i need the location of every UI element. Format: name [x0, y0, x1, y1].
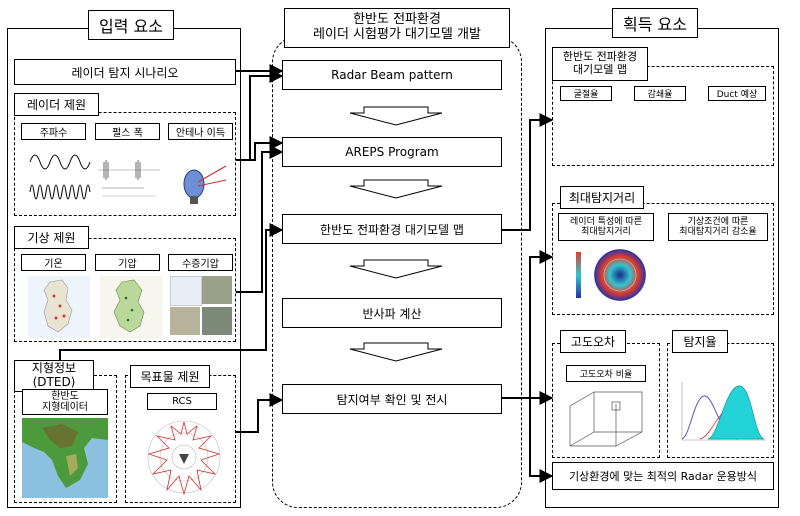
detection-rate-title: 탐지율 [672, 330, 728, 353]
terrain-title: 지형정보 (DTED) [14, 360, 94, 392]
step-areps-program: AREPS Program [282, 137, 502, 167]
arrow-radar-to-areps [250, 136, 284, 161]
rcs-polar-image [147, 420, 221, 496]
radar-item-pulse-width: 펄스 폭 [95, 123, 160, 140]
scenario-box: 레이더 탐지 시나리오 [14, 59, 236, 85]
flow-arrow-1 [349, 106, 443, 126]
temperature-map-image [28, 276, 90, 338]
atmos-item-refraction: 굴절율 [560, 86, 612, 101]
weather-specs-title: 기상 제원 [14, 226, 89, 249]
antenna-gain-image [183, 165, 227, 204]
arrow-radar-to-beam [236, 69, 284, 161]
flow-arrow-2 [349, 179, 443, 199]
weather-item-pressure: 기압 [95, 254, 160, 271]
max-range-heatmap-image [576, 248, 647, 302]
arrow-terrain-to-map [59, 223, 284, 362]
radar-specs-group [14, 112, 236, 216]
max-range-item-radar: 레이더 특성에 따른 최대탐지거리 [558, 213, 654, 241]
rcs-item: RCS [147, 393, 217, 410]
atmos-map-title: 한반도 전파환경 대기모델 맵 [552, 47, 648, 81]
flow-arrow-3 [349, 259, 443, 279]
radar-item-antenna-gain: 안테나 이득 [168, 123, 233, 140]
step-reflection-calc: 반사파 계산 [282, 298, 502, 328]
arrow-map-to-atmos [502, 113, 554, 231]
output-section-title: 획득 요소 [612, 8, 698, 38]
vapor-pressure-photos [170, 276, 232, 336]
target-specs-title: 목표물 제원 [130, 365, 210, 388]
atmos-item-duct: Duct 예상 [708, 86, 766, 101]
radar-specs-title: 레이더 제원 [14, 93, 99, 116]
arrow-weather-to-areps [236, 145, 284, 293]
altitude-error-item: 고도오차 비율 [566, 365, 646, 382]
flow-arrow-4 [349, 342, 443, 362]
frequency-waveform-image [29, 154, 91, 200]
weather-specs-group [14, 238, 236, 342]
atmos-item-attenuation: 감쇄율 [634, 86, 686, 101]
terrain-item: 한반도 지형데이터 [22, 389, 108, 415]
step-detection-display: 탐지여부 확인 및 전시 [282, 384, 502, 414]
process-title: 한반도 전파환경 레이더 시험평가 대기모델 개발 [284, 8, 510, 48]
radar-item-frequency: 주파수 [21, 123, 86, 140]
detection-rate-plot-image [681, 382, 766, 441]
input-section-title: 입력 요소 [88, 10, 174, 40]
pressure-map-image [100, 276, 162, 338]
max-range-title: 최대탐지거리 [560, 186, 644, 209]
terrain-map-image [22, 418, 108, 498]
arrow-rcs-to-detection [236, 393, 284, 433]
result-box: 기상환경에 맞는 최적의 Radar 운용방식 [552, 462, 774, 490]
pulse-width-image [98, 160, 160, 197]
arrow-detect-to-result [529, 398, 554, 483]
arrow-detect-to-range [502, 250, 554, 399]
altitude-error-title: 고도오차 [560, 330, 626, 353]
altitude-error-plot-image [569, 391, 643, 447]
step-radar-beam-pattern: Radar Beam pattern [282, 60, 502, 90]
max-range-item-weather: 기상조건에 따른 최대탐지거리 감소율 [668, 213, 768, 241]
weather-item-temperature: 기온 [21, 254, 86, 271]
weather-item-vapor-pressure: 수증기압 [168, 254, 233, 271]
step-atmos-model-map: 한반도 전파환경 대기모델 맵 [282, 214, 502, 244]
